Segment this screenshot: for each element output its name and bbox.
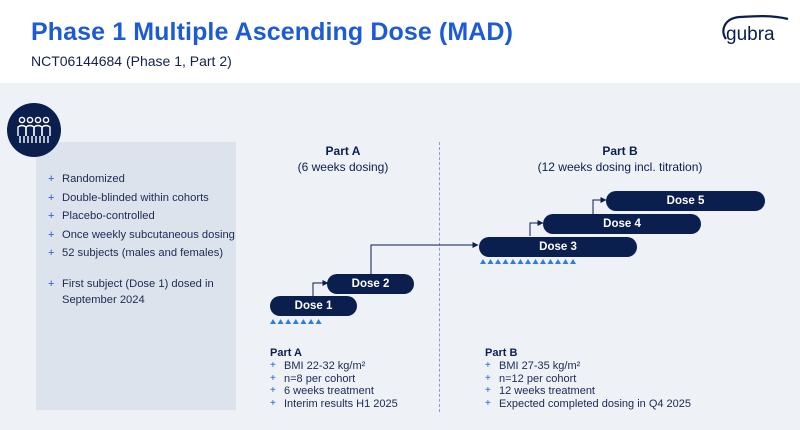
list-item: +n=8 per cohort — [270, 372, 356, 385]
list-item: +Once weekly subcutaneous dosing — [48, 226, 235, 245]
plus-icon: + — [485, 385, 491, 397]
plus-icon: + — [48, 277, 55, 290]
trial-identifier: NCT06144684 (Phase 1, Part 2) — [31, 53, 232, 69]
part-divider — [439, 142, 440, 412]
list-item: +Randomized — [48, 170, 235, 189]
study-design-panel — [36, 142, 236, 410]
gubra-logo: gubra — [722, 15, 789, 45]
plus-icon: + — [48, 173, 55, 185]
list-item: +n=12 per cohort — [485, 372, 577, 385]
dose-1-bar: Dose 1 — [270, 296, 357, 316]
plus-icon: + — [485, 397, 491, 409]
list-item: +52 subjects (males and females) — [48, 244, 235, 263]
list-item: +Placebo-controlled — [48, 207, 235, 226]
plus-icon: + — [48, 228, 55, 241]
part-b-title: Part B — [602, 144, 638, 158]
svg-text:gubra: gubra — [726, 24, 775, 45]
part-b-criteria: Part B +BMI 27-35 kg/m² +n=12 per cohort… — [485, 347, 691, 410]
part-a-criteria-title: Part A — [270, 347, 302, 359]
plus-icon: + — [48, 247, 55, 260]
page-title: Phase 1 Multiple Ascending Dose (MAD) — [31, 18, 514, 46]
plus-icon: + — [48, 191, 55, 204]
part-a-criteria: Part A +BMI 22-32 kg/m² +n=8 per cohort … — [270, 347, 398, 410]
plus-icon: + — [270, 385, 276, 397]
part-b-subtitle: (12 weeks dosing incl. titration) — [537, 160, 703, 174]
part-b-criteria-title: Part B — [485, 347, 518, 359]
list-item: +Expected completed dosing in Q4 2025 — [485, 397, 692, 410]
list-item: +6 weeks treatment — [270, 385, 374, 398]
plus-icon: + — [270, 372, 276, 384]
plus-icon: + — [48, 210, 55, 223]
plus-icon: + — [270, 397, 276, 409]
dose-4-bar: Dose 4 — [543, 214, 701, 234]
list-item: +BMI 22-32 kg/m² — [270, 360, 366, 372]
dose-3-bar: Dose 3 — [479, 237, 637, 257]
design-feature-list: +Randomized +Double-blinded within cohor… — [48, 170, 235, 309]
list-item: +BMI 27-35 kg/m² — [485, 360, 581, 372]
list-item: +12 weeks treatment — [485, 385, 595, 398]
part-a-subtitle: (6 weeks dosing) — [297, 160, 389, 174]
part-a-title: Part A — [325, 144, 361, 158]
list-item: +Double-blinded within cohorts — [48, 189, 235, 208]
dose-5-bar: Dose 5 — [606, 191, 765, 211]
plus-icon: + — [485, 360, 491, 371]
group-of-people-icon — [7, 103, 61, 157]
plus-icon: + — [270, 360, 276, 371]
plus-icon: + — [485, 372, 491, 384]
dose-2-bar: Dose 2 — [327, 274, 414, 294]
list-item: +Interim results H1 2025 — [270, 397, 398, 410]
